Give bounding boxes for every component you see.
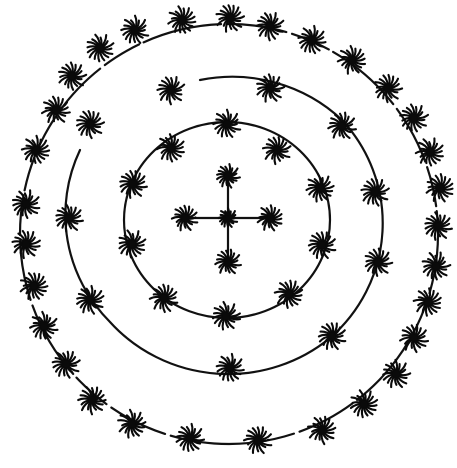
middle-ring-tuft: [157, 77, 184, 104]
center-tuft: [219, 208, 238, 227]
inner-ring-tuft: [150, 285, 178, 312]
middle-ring-tuft: [366, 249, 393, 276]
outer-ring-tuft: [423, 253, 451, 280]
outer-ring-tuft: [53, 352, 80, 378]
outer-ring-tuft: [59, 63, 86, 90]
outer-ring-tuft: [308, 417, 335, 444]
outer-ring-tuft: [217, 5, 245, 31]
outer-ring-tuft: [244, 427, 271, 453]
cross-arm-tuft: [215, 250, 241, 273]
middle-ring-tuft: [328, 113, 356, 138]
middle-ring-tuft: [361, 179, 388, 205]
inner-ring-tuft: [307, 174, 334, 202]
inner-ring-tuft: [263, 137, 291, 164]
outer-ring-tuft: [383, 360, 410, 387]
outer-ring-tuft: [121, 16, 148, 43]
outer-ring-tuft: [338, 46, 365, 74]
outer-ring-tuft: [13, 190, 39, 218]
inner-ring-tuft: [213, 302, 240, 330]
outer-ring-tuft: [13, 231, 40, 258]
cross-arm-tuft: [172, 206, 197, 231]
cross-arm-tuft: [217, 164, 240, 188]
inner-ring-tuft: [309, 232, 335, 258]
loose-tuft: [217, 354, 244, 381]
outer-ring-tuft: [298, 26, 325, 53]
outer-ring-tuft: [30, 312, 57, 339]
middle-ring-tuft: [77, 111, 104, 138]
outer-ring-tuft: [416, 138, 443, 165]
tuft-layer: [13, 5, 453, 453]
outer-ring-tuft: [414, 288, 441, 315]
inner-ring-tuft: [120, 231, 146, 258]
outer-ring-tuft: [22, 136, 49, 163]
middle-ring-tuft: [56, 204, 83, 232]
inner-ring-tuft: [120, 171, 147, 198]
outer-ring-tuft: [88, 35, 114, 62]
inner-ring-tuft: [213, 110, 240, 137]
outer-ring-tuft: [425, 212, 452, 240]
